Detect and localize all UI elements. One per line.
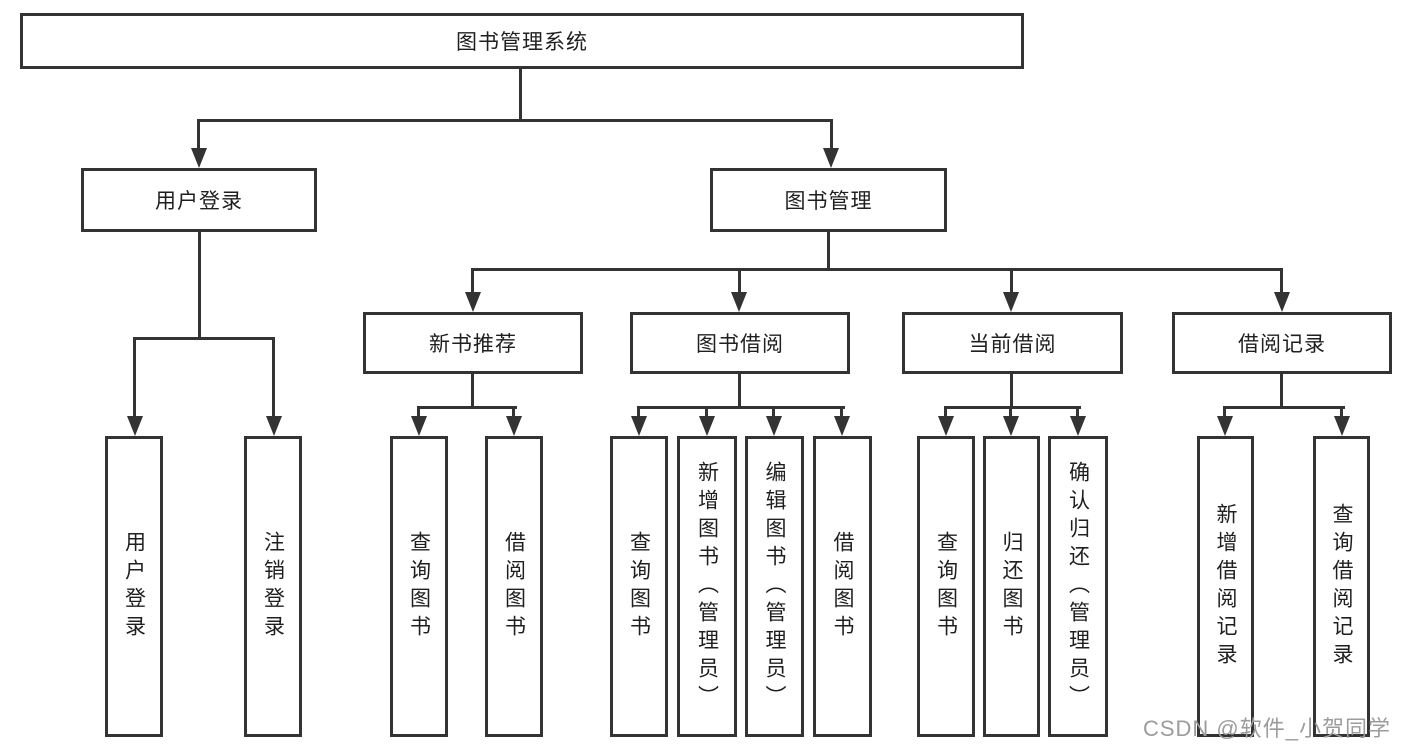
leaf-label: 查询借阅记录 — [1330, 502, 1353, 671]
node-book-management: 图书管理 — [710, 168, 947, 232]
leaf-current-query-books: 查询图书 — [917, 436, 975, 737]
node-current-borrow: 当前借阅 — [902, 312, 1123, 374]
leaf-current-confirm-return-admin: 确认归还（管理员） — [1048, 436, 1108, 737]
connector-line — [197, 119, 833, 122]
leaf-label: 查询图书 — [627, 530, 651, 643]
connector-line — [1010, 374, 1013, 407]
leaf-recommend-query-books: 查询图书 — [390, 436, 448, 737]
arrow-down-icon — [1334, 416, 1350, 436]
arrow-down-icon — [938, 416, 954, 436]
leaf-label: 查询图书 — [934, 530, 958, 643]
arrow-down-icon — [127, 416, 143, 436]
leaf-label: 借阅图书 — [502, 530, 526, 643]
node-label: 图书管理系统 — [456, 31, 588, 54]
connector-line — [1280, 268, 1283, 294]
connector-line — [417, 406, 420, 418]
connector-line — [471, 374, 474, 407]
node-book-borrow: 图书借阅 — [630, 312, 850, 374]
leaf-borrow-add-books-admin: 新增图书（管理员） — [677, 436, 737, 737]
connector-line — [944, 406, 947, 418]
connector-line — [198, 232, 201, 338]
arrow-down-icon — [1003, 416, 1019, 436]
connector-line — [840, 406, 843, 418]
connector-line — [471, 268, 474, 294]
connector-line — [738, 268, 741, 294]
arrow-down-icon — [1070, 416, 1086, 436]
arrow-down-icon — [834, 416, 850, 436]
node-label: 新书推荐 — [429, 333, 517, 356]
node-user-login: 用户登录 — [81, 168, 317, 232]
connector-line — [944, 406, 1081, 409]
arrow-down-icon — [465, 292, 481, 312]
arrow-down-icon — [731, 292, 747, 312]
connector-line — [519, 69, 522, 120]
leaf-label: 归还图书 — [1000, 530, 1023, 643]
connector-line — [1009, 406, 1012, 418]
node-label: 当前借阅 — [968, 333, 1057, 356]
leaf-borrow-borrow-books: 借阅图书 — [813, 436, 872, 737]
arrow-down-icon — [823, 148, 839, 168]
arrow-down-icon — [506, 416, 522, 436]
csdn-watermark: CSDN @软件_小贺同学 — [1142, 716, 1391, 741]
leaf-label: 编辑图书（管理员） — [763, 460, 786, 713]
arrow-down-icon — [699, 416, 715, 436]
leaf-label: 新增图书（管理员） — [695, 460, 719, 713]
connector-line — [471, 268, 1283, 271]
connector-line — [1280, 374, 1283, 407]
connector-line — [1223, 406, 1345, 409]
connector-line — [1076, 406, 1079, 418]
arrow-down-icon — [631, 416, 647, 436]
connector-line — [738, 374, 741, 407]
connector-line — [827, 232, 830, 269]
arrow-down-icon — [266, 416, 282, 436]
connector-line — [830, 119, 833, 149]
connector-line — [417, 406, 517, 409]
leaf-label: 注销登录 — [261, 530, 285, 643]
connector-line — [512, 406, 515, 418]
leaf-records-query-record: 查询借阅记录 — [1313, 436, 1370, 737]
connector-line — [133, 337, 136, 417]
node-label: 图书借阅 — [696, 333, 784, 356]
leaf-current-return-books: 归还图书 — [983, 436, 1040, 737]
node-borrow-records: 借阅记录 — [1172, 312, 1392, 374]
node-label: 用户登录 — [155, 190, 243, 213]
connector-line — [705, 406, 708, 418]
connector-line — [1223, 406, 1226, 418]
connector-line — [1010, 268, 1013, 294]
leaf-borrow-query-books: 查询图书 — [610, 436, 668, 737]
connector-line — [637, 406, 845, 409]
arrow-down-icon — [191, 148, 207, 168]
arrow-down-icon — [1217, 416, 1233, 436]
arrow-down-icon — [411, 416, 427, 436]
arrow-down-icon — [1003, 292, 1019, 312]
leaf-borrow-edit-books-admin: 编辑图书（管理员） — [745, 436, 804, 737]
leaf-label: 借阅图书 — [831, 530, 854, 643]
arrow-down-icon — [766, 416, 782, 436]
connector-line — [637, 406, 640, 418]
connector-line — [197, 119, 200, 149]
node-label: 借阅记录 — [1238, 333, 1326, 356]
leaf-label: 用户登录 — [122, 530, 146, 643]
node-library-management-system: 图书管理系统 — [20, 13, 1024, 69]
node-new-book-recommend: 新书推荐 — [363, 312, 583, 374]
connector-line — [1340, 406, 1343, 418]
connector-line — [272, 337, 275, 417]
node-label: 图书管理 — [784, 190, 873, 213]
leaf-label: 确认归还（管理员） — [1066, 460, 1090, 713]
leaf-label: 新增借阅记录 — [1214, 502, 1237, 671]
connector-line — [133, 337, 275, 340]
leaf-records-add-record: 新增借阅记录 — [1197, 436, 1254, 737]
connector-line — [772, 406, 775, 418]
leaf-user-login: 用户登录 — [105, 436, 163, 737]
leaf-logout: 注销登录 — [244, 436, 302, 737]
leaf-label: 查询图书 — [407, 530, 431, 643]
arrow-down-icon — [1274, 292, 1290, 312]
leaf-recommend-borrow-books: 借阅图书 — [485, 436, 543, 737]
